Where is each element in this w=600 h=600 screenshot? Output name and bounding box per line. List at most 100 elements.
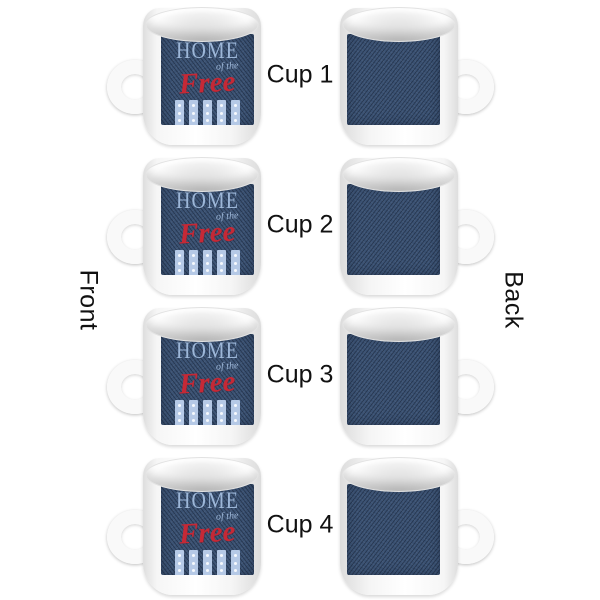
mug-body: HOME of the Free (143, 307, 261, 445)
stripe-dot (192, 569, 195, 573)
blank-panel (347, 184, 440, 275)
stripe-dot (192, 419, 195, 423)
stripe-dot (206, 411, 209, 415)
stripe-dot (220, 111, 223, 115)
design-home-text: HOME (176, 188, 239, 214)
stripe-dot (220, 411, 223, 415)
stripe-dot (178, 554, 181, 558)
stripe-dot (192, 254, 195, 258)
flag-stripe (231, 549, 240, 575)
stripe-dot (220, 119, 223, 123)
design-panel: HOME of the Free (161, 184, 254, 275)
cup-label: Cup 1 (266, 60, 334, 89)
stripe-dot (206, 104, 209, 108)
stripe-dot (234, 411, 237, 415)
stripe-dot (234, 269, 237, 273)
cup-label: Cup 4 (266, 510, 334, 539)
stripe-dot (206, 554, 209, 558)
stripe-dot (234, 104, 237, 108)
cup-label: Cup 2 (266, 210, 334, 239)
flag-stripe (231, 249, 240, 275)
mug-rim (342, 307, 456, 342)
design-home-text: HOME (176, 488, 239, 514)
flag-stripe (203, 549, 212, 575)
flag-stripes (175, 99, 240, 125)
stripe-dot (192, 554, 195, 558)
design-panel: HOME of the Free (161, 34, 254, 125)
stripe-dot (220, 254, 223, 258)
stripe-dot (178, 569, 181, 573)
cup-row-1: HOME of the Free Cup 1 (0, 0, 600, 150)
stripe-dot (220, 269, 223, 273)
cup-row-2: HOME of the Free Cup 2 (0, 150, 600, 300)
stripe-dot (178, 119, 181, 123)
mug-rim (145, 157, 259, 192)
mug-rim (145, 457, 259, 492)
stripe-dot (206, 254, 209, 258)
mug-back-view (340, 457, 496, 595)
design-free-text: Free (178, 215, 237, 251)
stripe-dot (220, 569, 223, 573)
mug-back-view (340, 157, 496, 295)
stripe-dot (178, 404, 181, 408)
design-home-text: HOME (176, 338, 239, 364)
stripe-dot (192, 561, 195, 565)
cup-row-4: HOME of the Free Cup 4 (0, 450, 600, 600)
flag-stripe (203, 99, 212, 125)
stripe-dot (206, 269, 209, 273)
stripe-dot (192, 261, 195, 265)
stripe-dot (178, 104, 181, 108)
stripe-dot (192, 269, 195, 273)
flag-stripe (203, 249, 212, 275)
stripe-dot (206, 119, 209, 123)
mug-front-view: HOME of the Free (105, 457, 261, 595)
stripe-dot (192, 111, 195, 115)
mug-front-view: HOME of the Free (105, 157, 261, 295)
blank-panel (347, 34, 440, 125)
design-panel: HOME of the Free (161, 334, 254, 425)
stripe-dot (234, 254, 237, 258)
mug-rim (342, 7, 456, 42)
stripe-dot (178, 269, 181, 273)
flag-stripe (175, 399, 184, 425)
stripe-dot (206, 404, 209, 408)
mug-body (340, 457, 458, 595)
stripe-dot (178, 411, 181, 415)
mug-body (340, 307, 458, 445)
design-free-text: Free (178, 365, 237, 401)
flag-stripe (217, 99, 226, 125)
mug-rim (145, 307, 259, 342)
stripe-dot (220, 554, 223, 558)
stripe-dot (206, 419, 209, 423)
mug-front-view: HOME of the Free (105, 307, 261, 445)
mug-front-view: HOME of the Free (105, 7, 261, 145)
stripe-dot (206, 261, 209, 265)
flag-stripe (175, 99, 184, 125)
flag-stripe (175, 249, 184, 275)
stripe-dot (178, 561, 181, 565)
stripe-dot (220, 561, 223, 565)
flag-stripe (189, 249, 198, 275)
stripe-dot (234, 419, 237, 423)
design-free-text: Free (178, 515, 237, 551)
design-panel: HOME of the Free (161, 484, 254, 575)
stripe-dot (192, 104, 195, 108)
mug-body: HOME of the Free (143, 157, 261, 295)
stripe-dot (206, 111, 209, 115)
stripe-dot (206, 569, 209, 573)
stripe-dot (234, 404, 237, 408)
design-free-text: Free (178, 65, 237, 101)
stripe-dot (192, 404, 195, 408)
mug-body (340, 7, 458, 145)
stripe-dot (234, 569, 237, 573)
mug-back-view (340, 7, 496, 145)
flag-stripe (217, 249, 226, 275)
stripe-dot (220, 104, 223, 108)
flag-stripes (175, 399, 240, 425)
design-home-text: HOME (176, 38, 239, 64)
stripe-dot (234, 554, 237, 558)
mug-body: HOME of the Free (143, 7, 261, 145)
mug-body: HOME of the Free (143, 457, 261, 595)
stripe-dot (206, 561, 209, 565)
mug-rim (342, 157, 456, 192)
